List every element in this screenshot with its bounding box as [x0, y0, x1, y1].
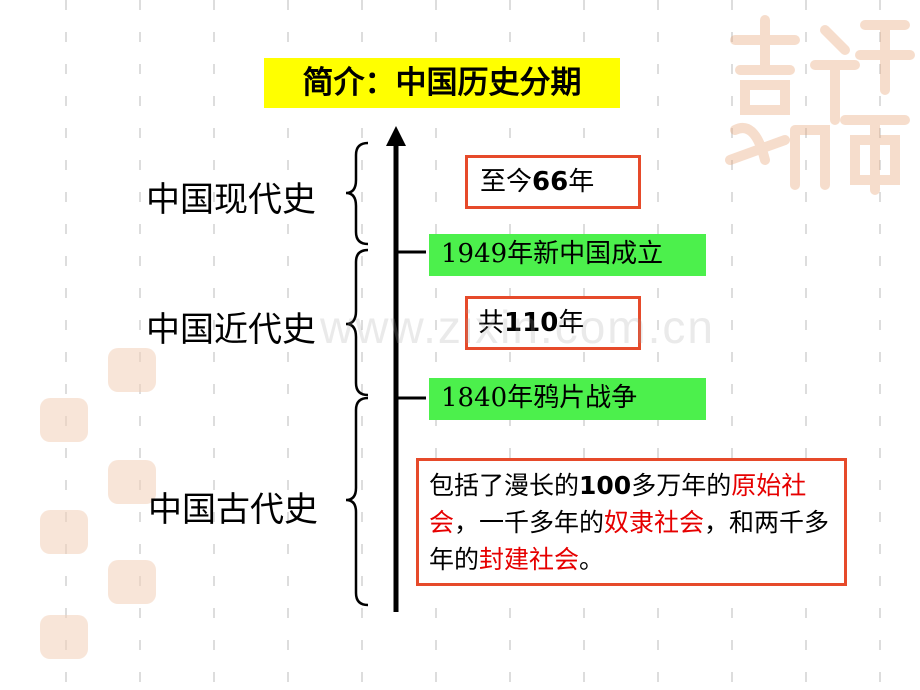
watermark: www.zixin.com.cn — [320, 301, 715, 353]
span-box-early-modern: 共110年 — [465, 296, 641, 350]
seal-stamp-icon — [108, 560, 156, 604]
desc-text: ，和两千多年的 — [429, 508, 830, 574]
span-number: 110 — [504, 308, 559, 338]
seal-stamp-icon — [725, 15, 915, 195]
desc-number: 100 — [579, 471, 632, 500]
period-label-ancient: 中国古代史 — [148, 490, 318, 530]
desc-text: 。 — [579, 545, 605, 574]
span-suffix: 年 — [558, 308, 585, 338]
seal-stamp-icon — [108, 460, 156, 504]
span-suffix: 年 — [568, 167, 595, 197]
span-prefix: 至今 — [480, 167, 533, 197]
curly-brace-icon — [345, 396, 369, 607]
ancient-description: 包括了漫长的100多万年的原始社会，一千多年的奴隶社会，和两千多年的封建社会。 — [416, 458, 847, 586]
highlight-feudal-society: 封建社会 — [479, 545, 580, 574]
desc-text: 多万年的 — [631, 471, 732, 500]
event-1840: 1840年鸦片战争 — [429, 378, 706, 420]
event-1949: 1949年新中国成立 — [429, 234, 706, 276]
desc-text: 包括了漫长的 — [429, 471, 580, 500]
span-number: 66 — [532, 167, 569, 197]
period-label-modern: 中国现代史 — [146, 180, 316, 220]
seal-stamp-icon — [40, 615, 88, 659]
period-label-early-modern: 中国近代史 — [146, 310, 316, 350]
span-prefix: 共 — [478, 308, 505, 338]
span-box-modern: 至今66年 — [465, 155, 641, 209]
highlight-primitive-society: 原始社会 — [429, 471, 807, 537]
seal-stamp-icon — [108, 348, 156, 392]
curly-brace-icon — [345, 141, 369, 246]
highlight-slave-society: 奴隶社会 — [604, 508, 705, 537]
seal-stamp-icon — [40, 398, 88, 442]
slide-title: 简介：中国历史分期 — [264, 58, 620, 108]
arrow-up-icon — [386, 126, 406, 146]
seal-stamp-icon — [40, 510, 88, 554]
desc-text: ，一千多年的 — [454, 508, 605, 537]
